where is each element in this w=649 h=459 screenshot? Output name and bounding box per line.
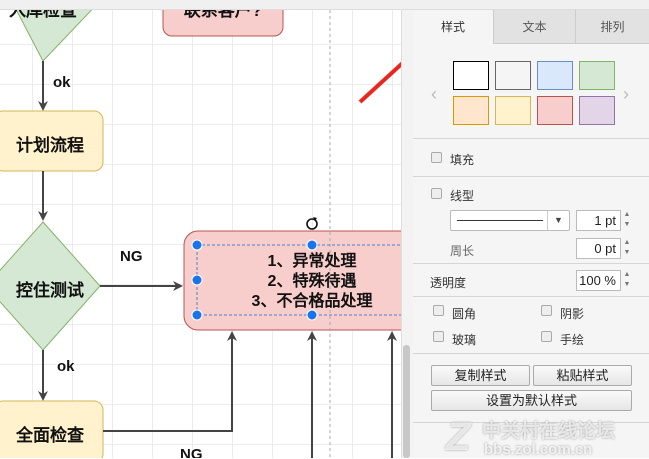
- line-width-input[interactable]: 1 pt: [576, 210, 621, 231]
- resize-handle[interactable]: [306, 309, 318, 321]
- sketch-label: 手绘: [560, 333, 585, 347]
- control-diamond-label: 控住测试: [16, 281, 84, 300]
- style-swatch[interactable]: [579, 61, 615, 90]
- glass-label: 玻璃: [452, 333, 477, 347]
- diagram-canvas[interactable]: 入库检查 联系客户? 计划流程 控住测试 全面检查 1、异常处理 2、特殊待遇 …: [0, 10, 401, 458]
- fill-label: 填充: [450, 153, 475, 167]
- perimeter-input[interactable]: 0 pt: [576, 238, 621, 259]
- line-label: 线型: [450, 189, 475, 203]
- rotate-icon[interactable]: [306, 217, 318, 230]
- selected-box[interactable]: [183, 230, 401, 331]
- shadow-checkbox[interactable]: [541, 305, 552, 316]
- full-check-box-label: 全面检查: [16, 426, 84, 445]
- line-checkbox[interactable]: [431, 188, 442, 199]
- plan-box-label: 计划流程: [16, 136, 84, 155]
- chevron-left-icon[interactable]: ‹: [431, 84, 437, 104]
- style-swatch[interactable]: [537, 61, 573, 90]
- edge-label-ng: NG: [120, 248, 143, 265]
- style-swatch[interactable]: [495, 61, 531, 90]
- resize-handle[interactable]: [306, 239, 318, 251]
- line-3: 3、不合格品处理: [251, 293, 373, 310]
- line-width-spinner[interactable]: ▲▼: [623, 211, 631, 228]
- divider: [413, 263, 649, 264]
- edge-label-ok: ok: [53, 74, 71, 91]
- divider: [413, 353, 649, 354]
- divider: [413, 422, 649, 423]
- connectors: [0, 10, 401, 458]
- tab-style[interactable]: 样式: [413, 10, 493, 44]
- fill-checkbox[interactable]: [431, 152, 442, 163]
- chevron-right-icon[interactable]: ›: [623, 84, 629, 104]
- selected-box-label: 1、异常处理 2、特殊待遇 3、不合格品处理: [197, 252, 401, 312]
- opacity-spinner[interactable]: ▲▼: [623, 271, 631, 288]
- line-style-dropdown[interactable]: ▼: [450, 210, 570, 231]
- set-default-style-button[interactable]: 设置为默认样式: [431, 390, 632, 411]
- shadow-label: 阴影: [560, 307, 585, 321]
- opacity-input[interactable]: 100 %: [576, 270, 621, 291]
- perimeter-spinner[interactable]: ▲▼: [623, 239, 631, 256]
- resize-handle[interactable]: [191, 239, 203, 251]
- line-preview: [457, 220, 543, 221]
- top-diamond[interactable]: [0, 10, 101, 62]
- rounded-label: 圆角: [452, 307, 477, 321]
- glass-checkbox[interactable]: [433, 331, 444, 342]
- tab-arrange[interactable]: 排列: [575, 10, 649, 44]
- style-swatch[interactable]: [495, 96, 531, 125]
- paste-style-button[interactable]: 粘贴样式: [533, 365, 632, 386]
- red-annotation-arrow: [358, 61, 401, 104]
- line-2: 2、特殊待遇: [267, 273, 357, 290]
- opacity-label: 透明度: [430, 276, 467, 290]
- divider: [413, 176, 649, 177]
- chevron-down-icon: ▼: [547, 211, 569, 230]
- top-toolbar: [0, 0, 649, 10]
- plan-box[interactable]: [0, 110, 104, 172]
- format-panel: 样式 文本 排列 ‹ › 填充 线型 ▼ 1 pt ▲▼ 周长 0 pt ▲▼ …: [413, 10, 649, 458]
- edge-ng-2[interactable]: [103, 331, 237, 432]
- sketch-checkbox[interactable]: [541, 331, 552, 342]
- resize-handle[interactable]: [191, 309, 203, 321]
- style-swatch[interactable]: [453, 96, 489, 125]
- line-1: 1、异常处理: [267, 253, 357, 270]
- style-swatch[interactable]: [453, 61, 489, 90]
- divider: [413, 138, 649, 139]
- edge-label-ok: ok: [57, 358, 75, 375]
- rounded-checkbox[interactable]: [433, 305, 444, 316]
- divider: [413, 296, 649, 297]
- perimeter-label: 周长: [450, 244, 475, 258]
- copy-style-button[interactable]: 复制样式: [431, 365, 530, 386]
- edge-label-ng: NG: [180, 446, 203, 458]
- top-diamond-label: 入库检查: [9, 10, 77, 20]
- top-pink-box-label: 联系客户?: [183, 10, 263, 20]
- scrollbar-thumb[interactable]: [403, 345, 410, 458]
- resize-handle[interactable]: [191, 274, 203, 286]
- style-swatch[interactable]: [537, 96, 573, 125]
- top-pink-box[interactable]: [162, 10, 284, 37]
- tab-text[interactable]: 文本: [493, 10, 575, 44]
- style-swatch[interactable]: [579, 96, 615, 125]
